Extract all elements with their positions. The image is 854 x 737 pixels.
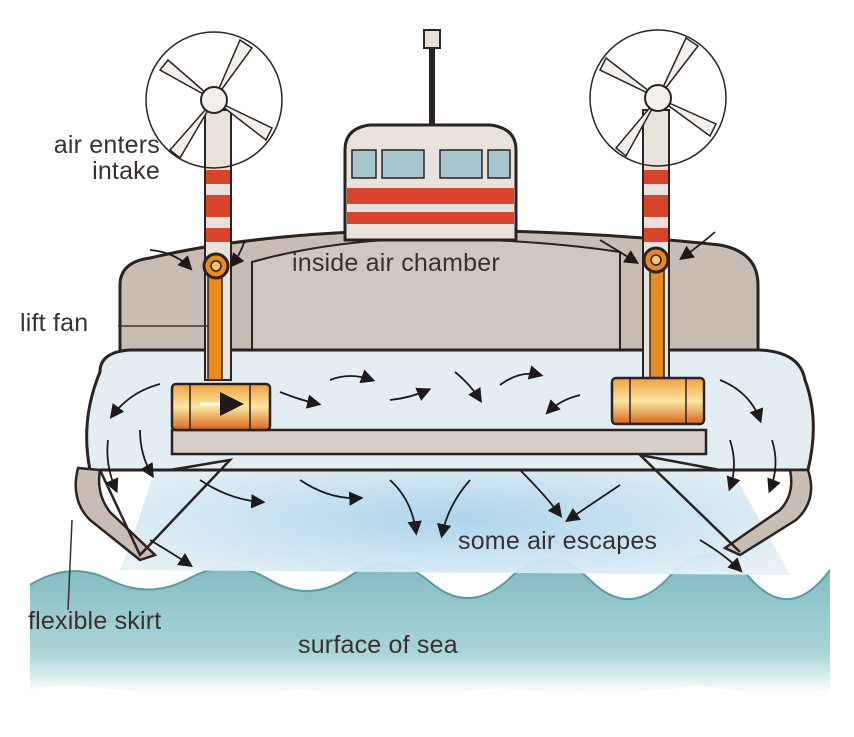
left-propeller xyxy=(145,31,283,169)
deck-plate xyxy=(170,428,708,456)
label-surface-of-sea: surface of sea xyxy=(298,631,458,659)
label-intake: intake xyxy=(92,157,160,186)
leader-lines xyxy=(67,325,208,611)
cabin xyxy=(343,29,518,242)
label-inside-air-chamber: inside air chamber xyxy=(292,249,500,277)
right-fan-tower xyxy=(642,109,670,381)
label-some-air-escapes: some air escapes xyxy=(458,527,658,555)
right-propeller xyxy=(589,29,727,167)
airflow-arrows xyxy=(105,231,781,573)
left-lift-fan xyxy=(170,382,272,432)
air-cushion xyxy=(120,450,790,575)
label-air-enters: air enters xyxy=(53,131,160,159)
flexible-skirt-right xyxy=(722,468,813,557)
label-flexible-skirt: flexible skirt xyxy=(28,607,162,635)
label-lift-fan: lift fan xyxy=(20,309,89,337)
left-fan-tower xyxy=(202,109,232,381)
label-air-enters-intake: air enters intake xyxy=(22,132,160,185)
flexible-skirt-left xyxy=(74,466,158,562)
right-lift-fan xyxy=(610,376,706,426)
